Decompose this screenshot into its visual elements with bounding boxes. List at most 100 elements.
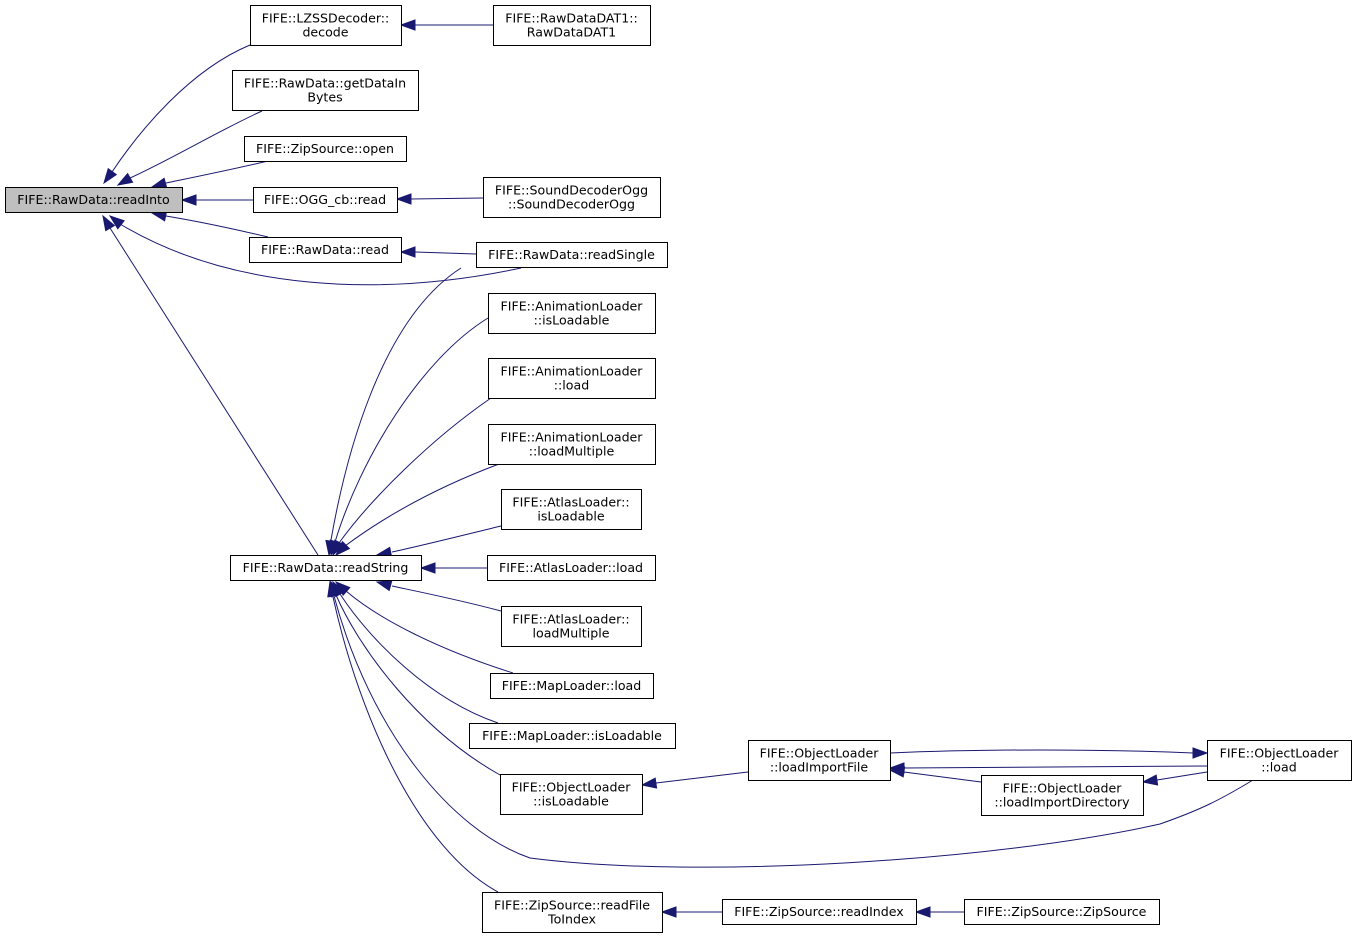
node-zip-source-ctor[interactable]: FIFE::ZipSource::ZipSource xyxy=(964,899,1160,925)
edge-readSingle-to-readString xyxy=(325,267,462,557)
node-label: FIFE::ObjectLoader xyxy=(512,780,632,795)
node-map-is-loadable[interactable]: FIFE::MapLoader::isLoadable xyxy=(469,723,676,749)
node-sound-decoder-ogg[interactable]: FIFE::SoundDecoderOgg::SoundDecoderOgg xyxy=(483,177,661,218)
edge-line xyxy=(332,596,499,893)
edge-line xyxy=(109,227,319,556)
edge-line xyxy=(903,771,982,783)
node-obj-load[interactable]: FIFE::ObjectLoader::load xyxy=(1207,740,1352,781)
node-label: ::loadImportDirectory xyxy=(994,795,1130,810)
node-box xyxy=(722,899,917,925)
edge-oggRead-to-readInto xyxy=(180,194,253,206)
node-label: FIFE::ObjectLoader xyxy=(1003,781,1123,796)
edge-getDataInBytes-to-readInto xyxy=(116,110,263,186)
edge-line xyxy=(414,251,477,255)
node-read-single[interactable]: FIFE::RawData::readSingle xyxy=(476,242,668,268)
edge-zipReadIndex-to-zipReadFileToIndex xyxy=(660,906,722,918)
node-lzss-decode[interactable]: FIFE::LZSSDecoder::decode xyxy=(250,5,402,46)
node-zip-read-index[interactable]: FIFE::ZipSource::readIndex xyxy=(722,899,917,925)
arrowhead xyxy=(914,906,931,918)
node-label: FIFE::ZipSource::readIndex xyxy=(734,904,904,919)
edge-readSingle-to-rawRead xyxy=(399,246,477,258)
node-label: ::SoundDecoderOgg xyxy=(508,197,635,212)
node-label: ::isLoadable xyxy=(534,313,610,328)
edge-zipSourceCtor-to-zipReadIndex xyxy=(914,906,964,918)
node-box xyxy=(244,136,407,162)
node-read-string[interactable]: FIFE::RawData::readString xyxy=(230,555,422,581)
arrowhead xyxy=(1141,774,1159,786)
edge-line xyxy=(165,215,269,238)
arrowhead xyxy=(116,172,134,186)
edge-readString-to-readInto xyxy=(102,214,319,556)
arrowhead xyxy=(327,580,339,598)
node-obj-load-import-dir[interactable]: FIFE::ObjectLoader::loadImportDirectory xyxy=(981,775,1144,816)
node-anim-load-multiple[interactable]: FIFE::AnimationLoader::loadMultiple xyxy=(488,424,656,465)
node-atlas-load[interactable]: FIFE::AtlasLoader::load xyxy=(487,555,656,581)
arrowhead xyxy=(102,214,116,232)
arrowhead xyxy=(108,215,125,230)
node-box xyxy=(469,723,676,749)
arrowhead xyxy=(375,580,393,592)
edge-line xyxy=(410,197,484,200)
arrowhead xyxy=(1192,747,1209,759)
node-atlas-load-multiple[interactable]: FIFE::AtlasLoader::loadMultiple xyxy=(501,606,642,647)
edge-atlasLoadMultiple-to-readString xyxy=(375,580,502,612)
edge-line xyxy=(334,317,489,543)
node-label: FIFE::MapLoader::isLoadable xyxy=(482,728,662,743)
node-label: FIFE::RawData::readString xyxy=(243,560,409,575)
node-label: FIFE::ZipSource::ZipSource xyxy=(977,904,1147,919)
edge-line xyxy=(339,593,499,724)
node-label: FIFE::AtlasLoader:: xyxy=(512,495,629,510)
node-zip-open[interactable]: FIFE::ZipSource::open xyxy=(244,136,407,162)
edge-mapIsLoadable-to-readString xyxy=(332,580,499,724)
node-box xyxy=(964,899,1160,925)
arrowhead xyxy=(103,167,118,185)
edge-soundDecoderOgg-to-oggRead xyxy=(395,193,484,205)
edge-line xyxy=(903,765,1208,769)
node-ogg-read[interactable]: FIFE::OGG_cb::read xyxy=(253,187,398,213)
arrowhead xyxy=(660,906,677,918)
node-label: loadMultiple xyxy=(533,626,610,641)
node-label: FIFE::AtlasLoader::load xyxy=(499,560,643,575)
node-obj-load-import-file[interactable]: FIFE::ObjectLoader::loadImportFile xyxy=(748,740,891,781)
edge-rawDataDat1-to-lzssDecode xyxy=(399,19,493,31)
node-box xyxy=(490,673,654,699)
node-label: FIFE::ZipSource::open xyxy=(256,141,394,156)
edge-lzssDecode-to-readInto xyxy=(103,44,251,185)
edge-line xyxy=(111,44,251,173)
node-label: ::loadMultiple xyxy=(529,444,615,459)
node-raw-data-dat1[interactable]: FIFE::RawDataDAT1::RawDataDAT1 xyxy=(493,5,651,46)
node-box xyxy=(488,358,656,399)
node-label: ::loadImportFile xyxy=(770,760,869,775)
node-obj-is-loadable[interactable]: FIFE::ObjectLoader::isLoadable xyxy=(500,774,643,815)
node-anim-is-loadable[interactable]: FIFE::AnimationLoader::isLoadable xyxy=(488,293,656,334)
edge-line xyxy=(119,223,522,286)
node-box xyxy=(250,5,402,46)
edge-objLoadImportDir-to-objLoadImportFile xyxy=(888,766,982,783)
node-label: FIFE::RawData::readSingle xyxy=(488,247,655,262)
node-raw-read[interactable]: FIFE::RawData::read xyxy=(249,237,402,263)
edge-layer xyxy=(102,19,1254,918)
edge-objLoad-to-readString xyxy=(328,580,1254,868)
edge-line xyxy=(391,585,502,612)
node-label: FIFE::SoundDecoderOgg xyxy=(495,183,648,198)
edge-mapLoad-to-readString xyxy=(334,581,514,674)
node-atlas-is-loadable[interactable]: FIFE::AtlasLoader::isLoadable xyxy=(501,489,642,530)
edge-line xyxy=(889,749,1194,754)
edge-line xyxy=(165,160,269,184)
node-label: decode xyxy=(302,25,348,40)
node-box xyxy=(232,70,419,111)
arrowhead xyxy=(180,194,197,206)
edge-line xyxy=(1156,771,1208,781)
node-box xyxy=(482,892,663,933)
node-label: ToIndex xyxy=(547,912,596,927)
node-label: FIFE::AnimationLoader xyxy=(501,364,644,379)
node-map-load[interactable]: FIFE::MapLoader::load xyxy=(490,673,654,699)
node-anim-load[interactable]: FIFE::AnimationLoader::load xyxy=(488,358,656,399)
edge-zipReadFileToIndex-to-readString xyxy=(327,580,499,893)
edge-zipOpen-to-readInto xyxy=(150,160,269,189)
node-read-into[interactable]: FIFE::RawData::readInto xyxy=(5,187,183,213)
arrowhead xyxy=(395,193,412,205)
node-label: FIFE::ObjectLoader xyxy=(1220,746,1340,761)
